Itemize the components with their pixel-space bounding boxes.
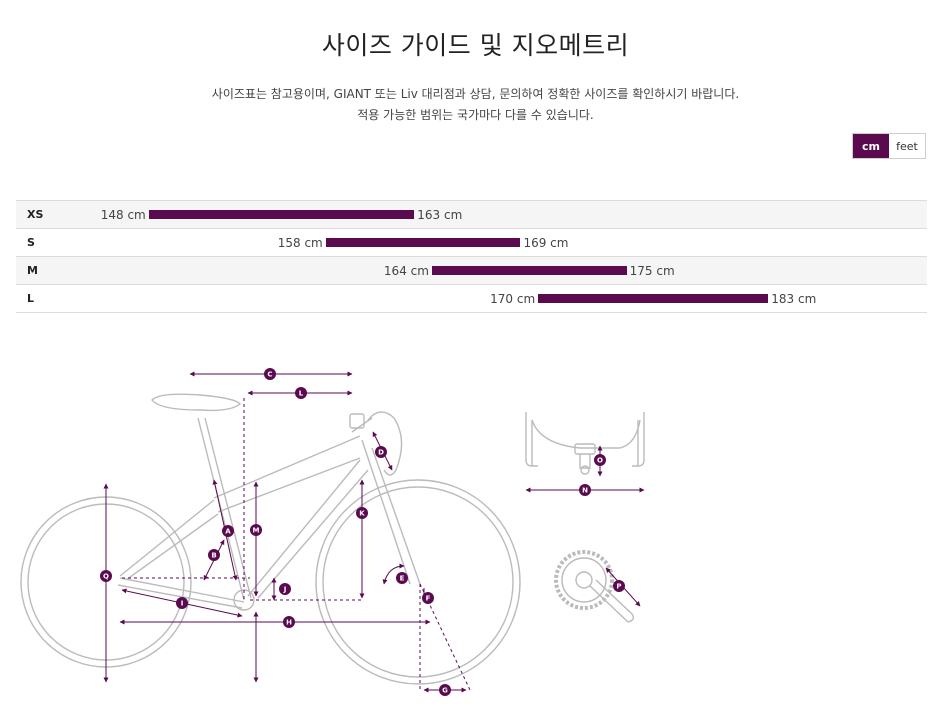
unit-cm-button[interactable]: cm bbox=[853, 134, 889, 158]
svg-text:D: D bbox=[378, 449, 384, 457]
saddle bbox=[151, 393, 241, 412]
svg-text:A: A bbox=[225, 528, 231, 536]
size-row-l: L 170 cm 183 cm bbox=[16, 284, 927, 313]
geometry-diagram: C L D A M B K Q E J F I H G O N P bbox=[20, 368, 645, 696]
svg-text:C: C bbox=[267, 371, 272, 379]
size-label: S bbox=[27, 236, 35, 249]
label-d-icon: D bbox=[375, 446, 387, 458]
svg-text:M: M bbox=[253, 527, 260, 535]
svg-text:K: K bbox=[359, 510, 365, 518]
size-label: M bbox=[27, 264, 38, 277]
label-g-icon: G bbox=[439, 684, 451, 696]
size-min-height: 170 cm bbox=[490, 292, 536, 306]
down-tube bbox=[247, 459, 369, 599]
size-label: L bbox=[27, 292, 35, 305]
label-p-icon: P bbox=[613, 580, 625, 592]
size-label: XS bbox=[27, 208, 44, 221]
description-line-2: 적용 가능한 범위는 국가마다 다를 수 있습니다. bbox=[357, 108, 594, 122]
label-q-icon: Q bbox=[100, 570, 112, 582]
svg-text:O: O bbox=[597, 457, 603, 465]
svg-text:I: I bbox=[181, 600, 184, 608]
label-j-icon: J bbox=[279, 583, 291, 595]
size-min-height: 148 cm bbox=[100, 208, 146, 222]
unit-feet-button[interactable]: feet bbox=[889, 134, 925, 158]
description-line-1: 사이즈표는 참고용이며, GIANT 또는 Liv 대리점과 상담, 문의하여 … bbox=[211, 87, 740, 101]
size-range-bar bbox=[325, 238, 521, 247]
svg-text:E: E bbox=[400, 575, 405, 583]
label-o-icon: O bbox=[594, 454, 606, 466]
label-a-icon: A bbox=[222, 525, 234, 537]
svg-text:J: J bbox=[283, 586, 287, 594]
stem bbox=[351, 417, 373, 433]
label-f-icon: F bbox=[422, 592, 434, 604]
label-h-icon: H bbox=[283, 616, 295, 628]
size-row-xs: XS 148 cm 163 cm bbox=[16, 200, 927, 228]
size-range-bar bbox=[148, 210, 415, 219]
unit-toggle: cm feet bbox=[852, 133, 926, 159]
size-max-height: 183 cm bbox=[771, 292, 817, 306]
dimension-labels: C L D A M B K Q E J F I H G O N P bbox=[100, 368, 625, 696]
size-range-table: XS 148 cm 163 cm S 158 cm 169 cm M 164 c… bbox=[16, 200, 927, 313]
page-title: 사이즈 가이드 및 지오메트리 bbox=[321, 31, 630, 60]
size-min-height: 164 cm bbox=[383, 264, 429, 278]
svg-text:Q: Q bbox=[103, 573, 109, 581]
size-max-height: 169 cm bbox=[523, 236, 569, 250]
seat-stay bbox=[119, 499, 219, 581]
front-wheel bbox=[315, 479, 521, 685]
svg-text:B: B bbox=[211, 552, 216, 560]
svg-text:H: H bbox=[286, 619, 292, 627]
label-c-icon: C bbox=[264, 368, 276, 380]
label-i-icon: I bbox=[176, 597, 188, 609]
handlebar bbox=[367, 411, 403, 476]
front-wheel-inner bbox=[322, 486, 514, 678]
label-b-icon: B bbox=[208, 549, 220, 561]
dim-e-arc bbox=[382, 563, 405, 585]
label-e-icon: E bbox=[396, 572, 408, 584]
top-tube bbox=[213, 435, 361, 513]
label-k-icon: K bbox=[356, 507, 368, 519]
size-max-height: 163 cm bbox=[417, 208, 463, 222]
size-row-m: M 164 cm 175 cm bbox=[16, 256, 927, 284]
size-range-bar bbox=[431, 266, 627, 275]
size-max-height: 175 cm bbox=[629, 264, 675, 278]
svg-text:G: G bbox=[442, 687, 448, 695]
label-l-icon: L bbox=[295, 387, 307, 399]
size-range-bar bbox=[538, 294, 769, 303]
bike-illustration bbox=[20, 393, 521, 685]
label-n-icon: N bbox=[579, 484, 591, 496]
handlebar-clamp bbox=[349, 413, 365, 429]
size-min-height: 158 cm bbox=[277, 236, 323, 250]
handlebar-front-view bbox=[525, 412, 645, 475]
svg-text:L: L bbox=[299, 390, 304, 398]
svg-text:N: N bbox=[582, 487, 588, 495]
size-row-s: S 158 cm 169 cm bbox=[16, 228, 927, 256]
svg-text:P: P bbox=[616, 583, 621, 591]
svg-text:F: F bbox=[426, 595, 431, 603]
fork bbox=[361, 439, 421, 585]
label-m-icon: M bbox=[250, 524, 262, 536]
